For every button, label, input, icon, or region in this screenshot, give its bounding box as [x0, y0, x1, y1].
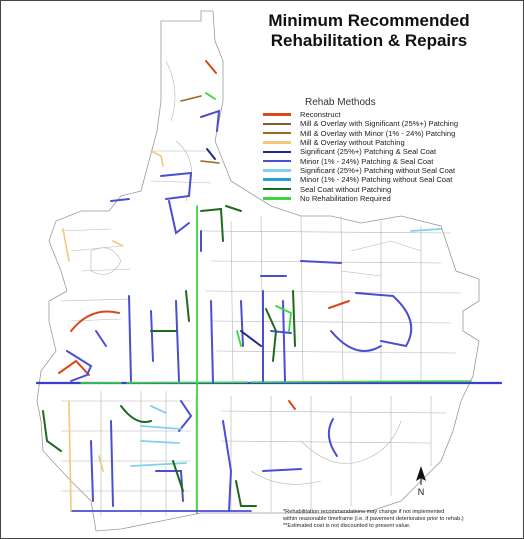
seal-coat-patching-segments	[66, 109, 413, 512]
legend-item: Mill & Overlay with Significant (25%+) P…	[263, 119, 513, 128]
legend-item: Significant (25%+) Patching without Seal…	[263, 166, 513, 175]
note-line-3: **Estimated cost is not discounted to pr…	[283, 523, 411, 529]
legend-swatch	[263, 150, 291, 154]
significant-patching-segments	[206, 148, 262, 347]
legend-item: Minor (1% - 24%) Patching without Seal C…	[263, 175, 513, 184]
legend-item: Mill & Overlay with Minor (1% - 24%) Pat…	[263, 129, 513, 138]
legend-label: Minor (1% - 24%) Patching without Seal C…	[300, 175, 453, 185]
legend-item: Reconstruct	[263, 110, 513, 119]
north-arrow-icon: N	[416, 466, 426, 497]
note-line-2: within reasonable timeframe (i.e. if pav…	[283, 516, 464, 522]
legend-label: Mill & Overlay with Significant (25%+) P…	[300, 119, 459, 129]
legend-label: Significant (25%+) Patching & Seal Coat	[300, 147, 437, 157]
legend-swatch	[263, 169, 291, 172]
patching-no-seal-segments	[130, 228, 442, 467]
legend-label: Reconstruct	[300, 110, 341, 120]
legend-label: Seal Coat without Patching	[300, 184, 392, 194]
seal-coat-segments	[42, 205, 296, 507]
legend-label: Mill & Overlay without Patching	[300, 138, 405, 148]
title-line-2: Rehabilitation & Repairs	[270, 31, 468, 50]
legend-item: Minor (1% - 24%) Patching & Seal Coat	[263, 156, 513, 166]
city-boundary	[36, 10, 480, 532]
arterial-roads	[35, 205, 503, 514]
legend-swatch	[263, 131, 291, 135]
legend-item: No Rehabilitation Required	[263, 194, 513, 203]
mill-overlay-segments	[62, 150, 164, 512]
background-streets	[60, 60, 462, 516]
legend-label: No Rehabilitation Required	[300, 193, 391, 203]
legend-label: Mill & Overlay with Minor (1% - 24%) Pat…	[300, 128, 456, 138]
no-rehab-segments	[205, 92, 292, 347]
note-line-1: *Rehabilitation recommendations may chan…	[283, 509, 445, 515]
map-notes: *Rehabilitation recommendations may chan…	[283, 509, 519, 530]
north-arrow-label: N	[418, 487, 425, 497]
legend-label: Significant (25%+) Patching without Seal…	[300, 165, 456, 175]
reconstruct-segments	[58, 60, 350, 410]
title-line-1: Minimum Recommended	[268, 11, 470, 30]
legend-title: Rehab Methods	[305, 97, 376, 108]
legend-label: Minor (1% - 24%) Patching & Seal Coat	[300, 156, 434, 166]
legend-item: Mill & Overlay without Patching	[263, 138, 513, 147]
legend-swatch	[263, 159, 291, 163]
legend-swatch	[263, 197, 291, 200]
map-title: Minimum Recommended Rehabilitation & Rep…	[239, 11, 499, 51]
legend-swatch	[263, 141, 291, 144]
legend-item: Significant (25%+) Patching & Seal Coat	[263, 147, 513, 156]
legend-swatch	[263, 187, 291, 191]
legend-swatch	[263, 178, 291, 181]
legend-swatch	[263, 113, 291, 116]
mill-overlay-patching-segments	[180, 95, 220, 164]
legend-swatch	[263, 122, 291, 126]
legend-item: Seal Coat without Patching	[263, 184, 513, 194]
